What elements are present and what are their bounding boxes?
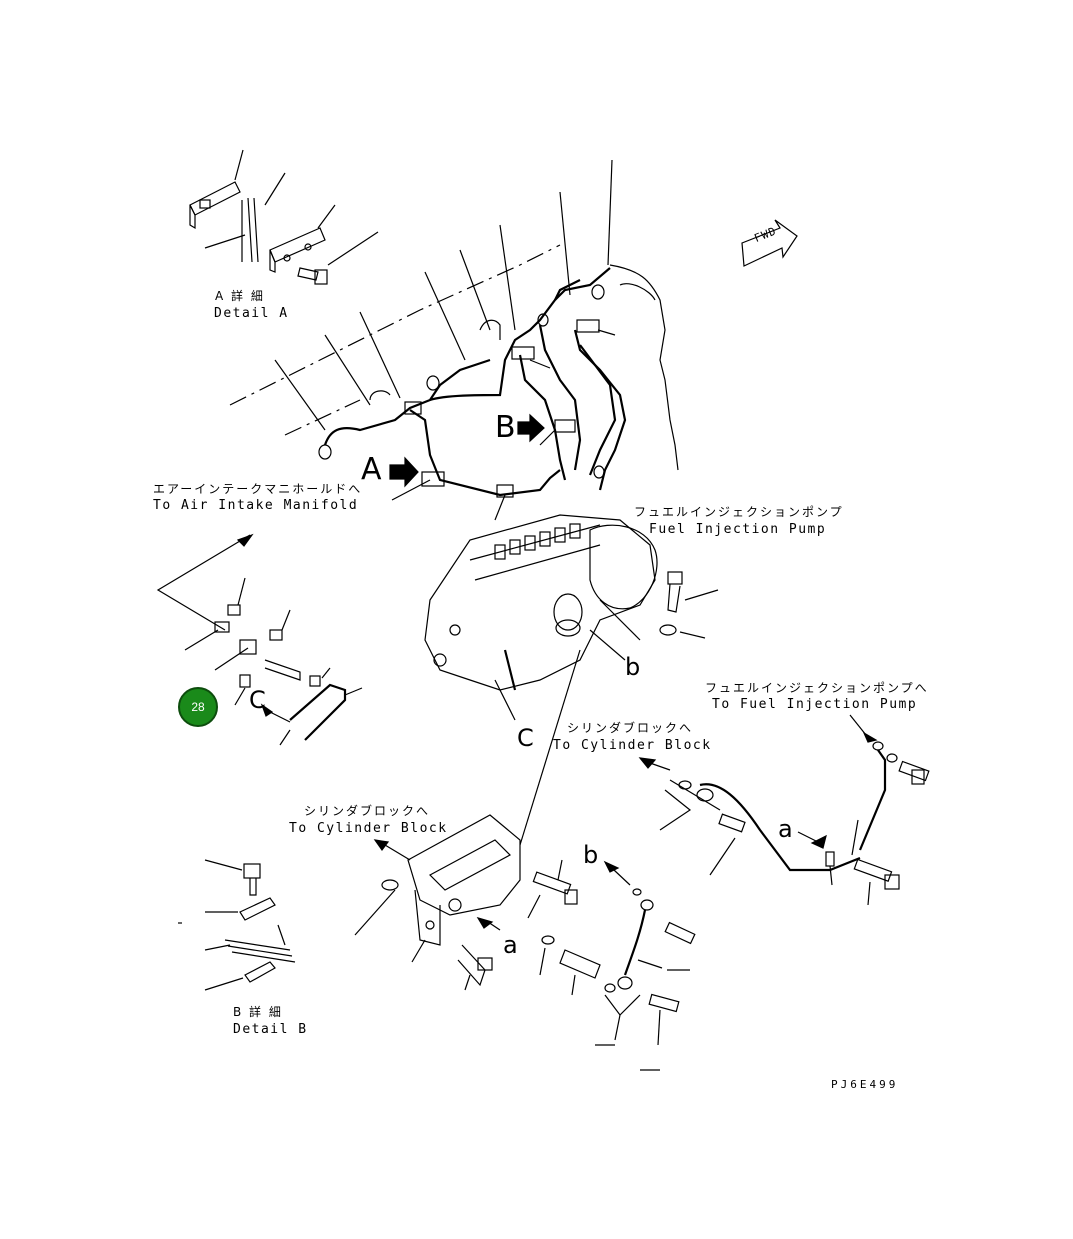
ref-c-label-2: C <box>517 724 534 752</box>
to-fuel-pump-jp-label: フュエルインジェクションポンプへ <box>705 681 929 695</box>
ref-a-label-1: a <box>778 815 793 843</box>
ref-c-label-1: C <box>249 686 266 714</box>
cyl-block-en-label-2: To Cylinder Block <box>289 821 448 836</box>
fuel-pump-en-label: Fuel Injection Pump <box>649 522 827 537</box>
air-intake-jp-label: エアーインテークマニホールドへ <box>153 482 363 496</box>
pump-bracket <box>354 814 601 996</box>
detail-b-en-label: Detail B <box>233 1022 308 1037</box>
engine-outline <box>229 244 679 471</box>
detail-a-jp-label: A 詳 細 <box>215 289 265 303</box>
view-arrows <box>389 413 545 488</box>
to-fuel-pump-en-label: To Fuel Injection Pump <box>712 697 918 712</box>
leader-lines <box>274 159 616 521</box>
pump-bolt <box>659 571 719 639</box>
ref-b-label-2: b <box>583 841 599 869</box>
cyl-block-en-label-1: To Cylinder Block <box>553 738 712 753</box>
view-a-label: A <box>361 452 382 487</box>
fuel-pump-jp-label: フュエルインジェクションポンプ <box>634 505 844 519</box>
detail-b-parts <box>178 859 296 991</box>
manifold-fittings <box>156 533 363 746</box>
air-intake-en-label: To Air Intake Manifold <box>153 498 359 513</box>
cyl-block-jp-label-1: シリンダブロックへ <box>567 721 694 735</box>
fuel-lines <box>318 267 627 498</box>
detail-a-parts <box>189 149 379 285</box>
return-pipe <box>638 714 930 906</box>
callout-badge[interactable]: 28 <box>178 687 218 727</box>
detail-a-en-label: Detail A <box>214 306 289 321</box>
detail-b-jp-label: B 詳 細 <box>233 1005 283 1019</box>
fuel-injection-pump <box>424 514 658 846</box>
view-b-label: B <box>495 410 516 445</box>
drawing-code: PJ6E499 <box>831 1078 899 1091</box>
fwd-arrow <box>741 219 798 267</box>
ref-a-label-2: a <box>503 931 518 959</box>
ref-b-label-1: b <box>625 653 641 681</box>
cyl-block-jp-label-2: シリンダブロックへ <box>304 804 431 818</box>
feed-pipe <box>595 860 696 1071</box>
